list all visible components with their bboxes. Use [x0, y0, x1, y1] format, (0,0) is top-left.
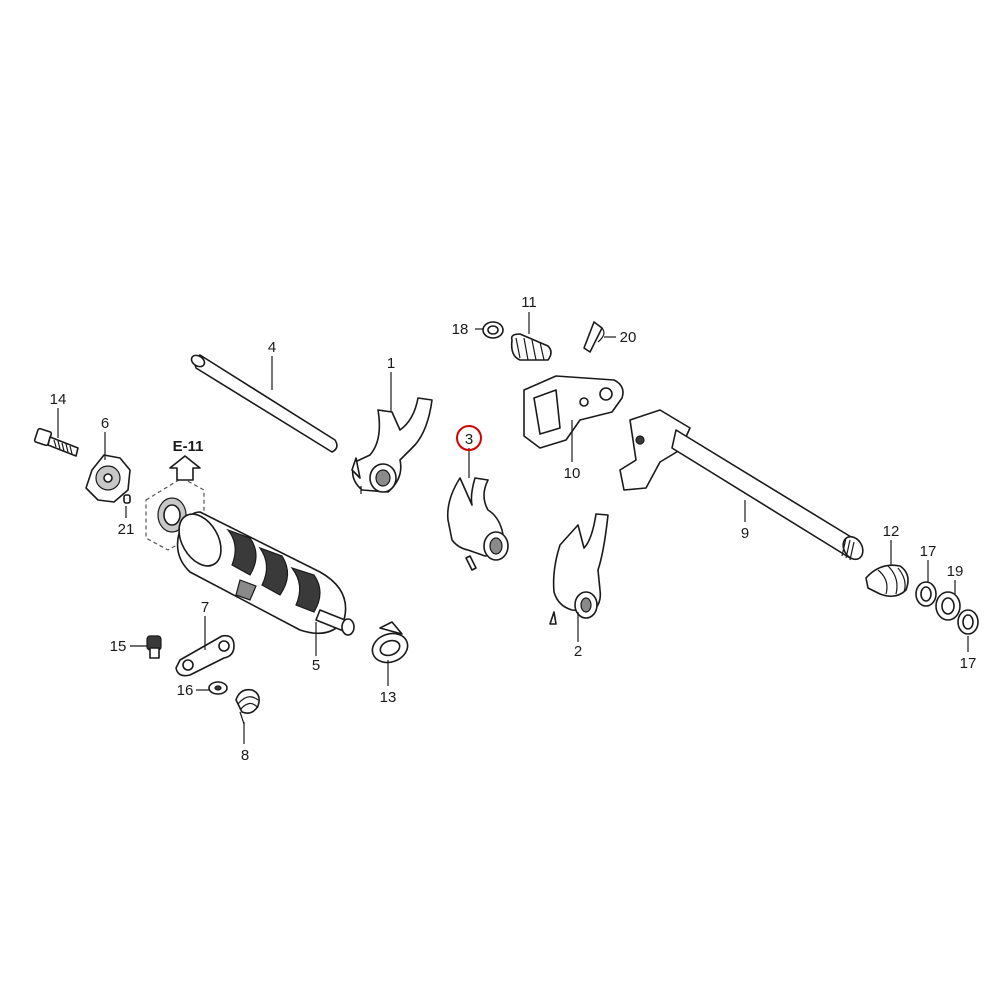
- gearshift-spindle: [619, 409, 864, 561]
- callout-6[interactable]: 6: [101, 415, 109, 432]
- spring-11: [510, 333, 552, 361]
- callout-9[interactable]: 9: [741, 525, 749, 542]
- reference-label-e11[interactable]: E-11: [173, 438, 204, 455]
- reference-arrow-icon: [169, 455, 201, 481]
- callout-17-upper[interactable]: 17: [920, 543, 937, 560]
- callout-2[interactable]: 2: [574, 643, 582, 660]
- oil-seal-19: [935, 591, 961, 621]
- callout-10[interactable]: 10: [564, 465, 581, 482]
- pin-21: [123, 494, 131, 504]
- return-spring-12: [865, 564, 909, 598]
- washer-17-upper: [915, 581, 937, 607]
- shift-fork-3: [446, 477, 509, 571]
- shift-fork-2: [549, 513, 609, 625]
- callout-5[interactable]: 5: [312, 657, 320, 674]
- bolt-15: [146, 635, 162, 659]
- callout-7[interactable]: 7: [201, 599, 209, 616]
- callout-4[interactable]: 4: [268, 339, 276, 356]
- callout-13[interactable]: 13: [380, 689, 397, 706]
- callout-1[interactable]: 1: [387, 355, 395, 372]
- callout-17-lower[interactable]: 17: [960, 655, 977, 672]
- washer-16: [208, 681, 228, 695]
- callout-20[interactable]: 20: [620, 329, 637, 346]
- spring-clip-20: [583, 321, 605, 353]
- callout-19[interactable]: 19: [947, 563, 964, 580]
- callout-15[interactable]: 15: [110, 638, 127, 655]
- collar-plate-13: [371, 621, 409, 664]
- callout-11[interactable]: 11: [521, 294, 537, 311]
- bolt-14: [33, 427, 79, 457]
- shift-fork-1: [351, 397, 433, 494]
- washer-17-lower: [957, 609, 979, 635]
- leader-lines: [57, 312, 969, 744]
- callout-8[interactable]: 8: [241, 747, 249, 764]
- callout-12[interactable]: 12: [883, 523, 900, 540]
- stopper-arm: [175, 634, 235, 677]
- callout-3[interactable]: 3: [465, 431, 473, 448]
- shift-arm-plate: [523, 375, 624, 449]
- return-spring-8: [235, 688, 260, 725]
- circlip-18: [482, 321, 504, 339]
- callout-18[interactable]: 18: [452, 321, 469, 338]
- callout-14[interactable]: 14: [50, 391, 67, 408]
- callout-16[interactable]: 16: [177, 682, 194, 699]
- callout-21[interactable]: 21: [118, 521, 135, 538]
- shift-drum: [176, 511, 355, 636]
- fork-shaft-rod: [190, 354, 338, 453]
- highlight-circle: [456, 425, 482, 451]
- drum-stopper-plate: [85, 454, 131, 503]
